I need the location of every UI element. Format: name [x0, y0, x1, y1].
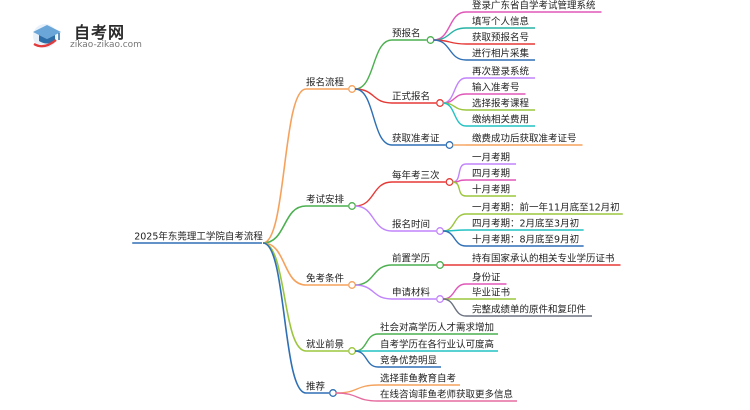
connector-root-to-branch [262, 242, 307, 286]
leaf-label: 十月考期：8月底至9月初 [472, 234, 579, 246]
branch-node-dot [348, 202, 356, 210]
branch-node-dot [329, 389, 337, 397]
leaf-label: 选择菲鱼教育自考 [380, 373, 456, 385]
subnode-label: 报名时间 [392, 219, 430, 231]
leaf-label: 四月考期：2月底至3月初 [472, 218, 579, 230]
branch-node-dot [348, 281, 356, 289]
subnode-dot [436, 261, 444, 269]
leaf-label: 完整成绩单的原件和复印件 [472, 304, 587, 316]
leaf-label: 选择报考课程 [472, 98, 530, 110]
leaf-label: 进行相片采集 [472, 48, 530, 60]
connector-branch-to-leaf [335, 392, 379, 402]
branch-label: 考试安排 [306, 194, 345, 206]
connector-branch-to-node [354, 39, 393, 90]
connector-branch-to-leaf [335, 384, 379, 394]
subnode-dot [436, 99, 444, 107]
branch-label: 推荐 [306, 381, 326, 393]
subnode-label: 申请材料 [392, 287, 431, 299]
logo-title: 自考网 [74, 23, 126, 42]
connector-layer [262, 88, 307, 394]
connector-node-to-leaf [442, 230, 467, 247]
leaf-label: 登录广东省自学考试管理系统 [472, 0, 596, 12]
connector-branch-to-node [354, 264, 393, 286]
leaf-label: 再次登录系统 [472, 66, 530, 78]
subnode-dot [445, 141, 454, 149]
branch-label: 免考条件 [306, 273, 345, 285]
branch-node-dot [348, 85, 356, 93]
subnode-label: 每年考三次 [392, 170, 440, 182]
logo-url: zikao-zikao.com [70, 40, 142, 50]
branch-label: 报名流程 [306, 77, 345, 89]
graduation-cap-icon [33, 24, 61, 48]
connector-node-to-leaf [433, 11, 467, 41]
leaf-label: 输入准考号 [472, 82, 520, 94]
connector-node-to-leaf [433, 39, 467, 61]
site-logo[interactable]: 自考网 zikao-zikao.com [30, 18, 190, 52]
connector-branch-to-node [354, 284, 393, 300]
connector-root-to-branch [262, 88, 307, 244]
leaf-label: 自考学历在各行业认可度高 [380, 339, 494, 351]
subnode-label: 获取准考证 [392, 134, 440, 145]
connector-branch-to-leaf [354, 333, 379, 352]
leaf-label: 社会对高学历人才需求增加 [380, 322, 494, 334]
leaf-label: 填写个人信息 [472, 16, 529, 28]
connector-node-to-leaf [452, 181, 467, 197]
subnode-label: 前置学历 [392, 253, 430, 265]
connector-node-to-leaf [442, 298, 467, 317]
leaf-label: 十月考期 [472, 184, 510, 196]
connector-node-to-leaf [433, 27, 467, 41]
connector-branch-to-leaf [354, 350, 379, 368]
connector-branch-to-node [354, 181, 393, 207]
leaf-label: 竞争优势明显 [380, 355, 438, 367]
subnode-dot [426, 36, 435, 44]
leaf-label: 获取预报名号 [472, 32, 529, 44]
connector-node-to-leaf [442, 283, 467, 300]
connector-root-to-branch [262, 205, 307, 244]
branch-node-dot [348, 347, 356, 355]
subnode-label: 正式报名 [392, 91, 430, 103]
connector-root-to-branch [262, 242, 307, 394]
subnode-dot [436, 295, 444, 303]
leaf-label: 缴费成功后获取准考证号 [472, 133, 577, 145]
leaf-label: 持有国家承认的相关专业学历证书 [472, 253, 615, 265]
connector-branch-to-node [354, 88, 393, 146]
subnode-dot [445, 178, 454, 186]
leaf-label: 一月考期：前一年11月底至12月初 [472, 202, 620, 214]
leaf-label: 在线咨询菲鱼老师获取更多信息 [380, 389, 513, 401]
connector-node-to-leaf [442, 102, 467, 127]
branch-label: 就业前景 [306, 339, 344, 351]
leaf-label: 毕业证书 [472, 287, 511, 299]
root-node-label: 2025年东莞理工学院自考流程 [134, 231, 263, 243]
leaf-label: 身份证 [472, 272, 501, 284]
connector-branch-to-node [354, 205, 393, 232]
connector-node-to-leaf [442, 213, 467, 232]
subnode-label: 预报名 [392, 28, 421, 40]
connector-root-to-branch [262, 242, 307, 352]
leaf-label: 缴纳相关费用 [472, 114, 529, 126]
subnode-dot [436, 227, 444, 235]
leaf-label: 四月考期 [472, 169, 510, 180]
leaf-label: 一月考期 [472, 153, 510, 164]
connector-node-to-leaf [452, 163, 467, 183]
